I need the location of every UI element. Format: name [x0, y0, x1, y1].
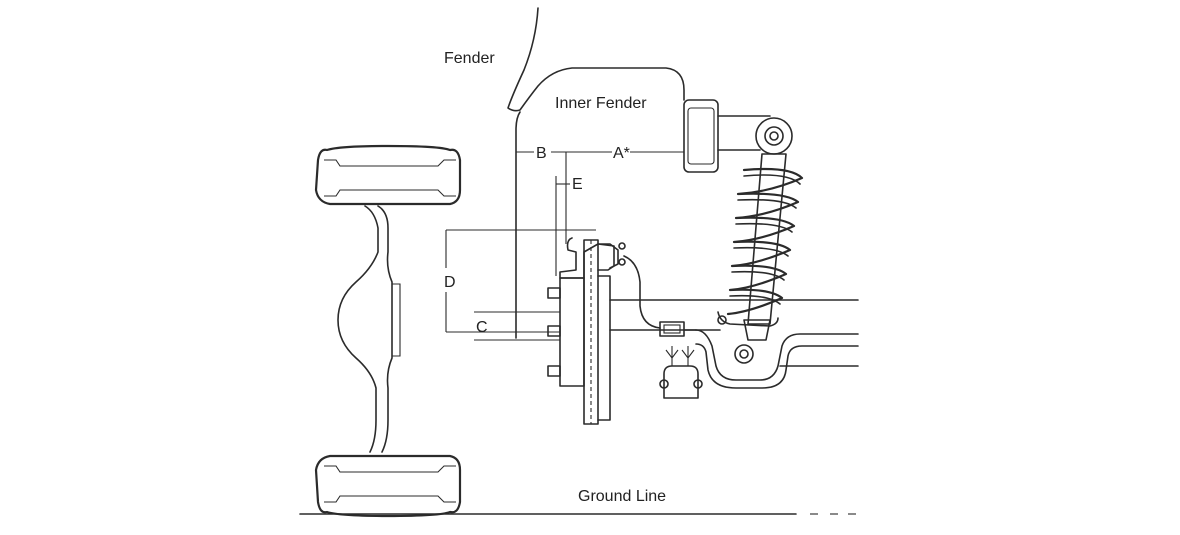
upper-mount [683, 99, 793, 173]
inner-fender-label: Inner Fender [555, 95, 647, 112]
dimension-b-label: B [536, 145, 547, 162]
wheel-tire-cross-section [314, 144, 462, 518]
bump-stop [663, 365, 699, 399]
fender-label: Fender [444, 50, 495, 67]
inner-fender-wall [515, 111, 521, 339]
dimension-c-label: C [476, 319, 488, 336]
wheel-stud [547, 287, 561, 299]
tire-bottom [314, 454, 462, 518]
spring-seat [717, 311, 779, 327]
brake-line [623, 255, 661, 329]
hub-and-brake-rotor [547, 237, 859, 425]
dimension-e-label: E [572, 176, 583, 193]
brake-rotor [583, 239, 599, 425]
lower-control-arm [659, 329, 859, 399]
steering-knuckle [597, 275, 611, 421]
dimension-lines: B A* E D C [444, 145, 684, 341]
coil-spring [726, 167, 804, 316]
lower-shock-eye [734, 344, 754, 364]
ground: Ground Line [299, 488, 856, 515]
wheel-hub [559, 277, 585, 387]
brake-hose [623, 255, 697, 337]
wheel-rim-profile [337, 205, 379, 453]
upper-shock-eye [755, 117, 793, 155]
fender-outline [507, 7, 685, 112]
fender-structure: Fender Inner Fender [444, 7, 685, 339]
dimension-d-label: D [444, 274, 456, 291]
dimension-a-label: A* [613, 145, 630, 162]
ground-line-label: Ground Line [578, 488, 666, 505]
wheel-stud [547, 325, 561, 337]
tire-top [314, 144, 462, 206]
brake-hose-bracket [659, 321, 685, 337]
coilover-shock [717, 153, 804, 364]
wheel-stud [547, 365, 561, 377]
brake-caliper [559, 237, 615, 279]
upper-mount-pad [683, 99, 719, 173]
